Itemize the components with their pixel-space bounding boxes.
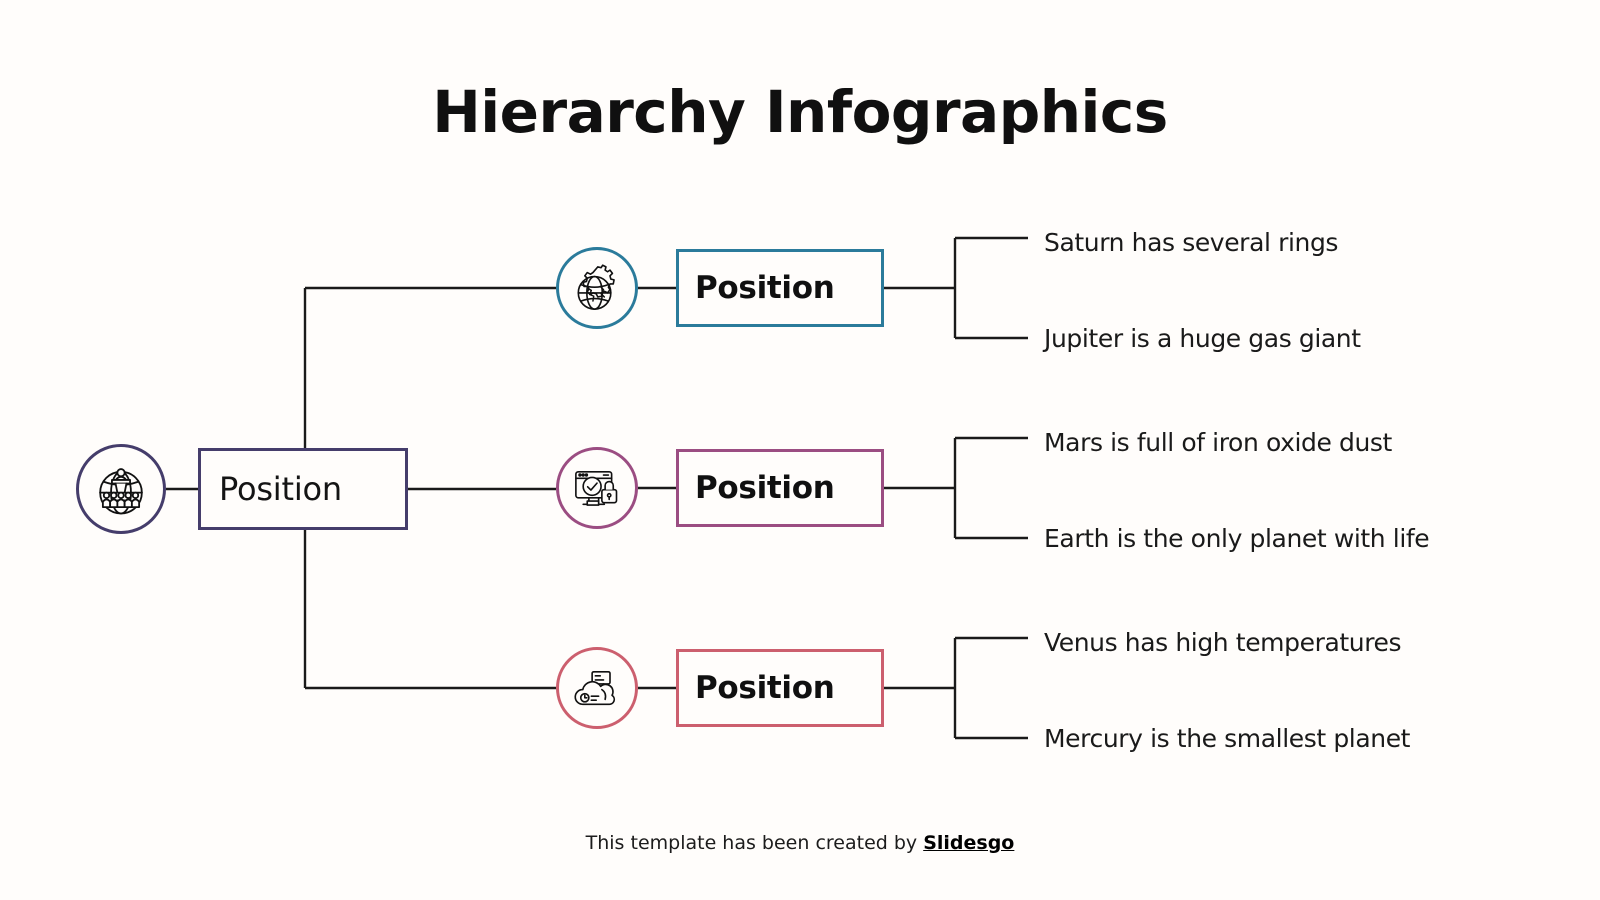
branch-position-box-1[interactable]: Position (676, 249, 884, 327)
page-title: Hierarchy Infographics (432, 78, 1168, 146)
leaf-label-3-1: Venus has high temperatures (1044, 628, 1402, 657)
globe-conference-icon (76, 444, 166, 534)
leaf-label-1-1: Saturn has several rings (1044, 228, 1339, 257)
slidesgo-link[interactable]: Slidesgo (923, 832, 1015, 854)
secure-monitor-lock-icon (556, 447, 638, 529)
root-position-box[interactable]: Position (198, 448, 408, 530)
branch-position-label-1: Position (695, 270, 835, 306)
cloud-computing-icon (556, 647, 638, 729)
branch-position-label-2: Position (695, 470, 835, 506)
branch-position-label-3: Position (695, 670, 835, 706)
globe-gear-icon (556, 247, 638, 329)
leaf-label-2-1: Mars is full of iron oxide dust (1044, 428, 1392, 457)
branch-position-box-2[interactable]: Position (676, 449, 884, 527)
leaf-label-1-2: Jupiter is a huge gas giant (1044, 324, 1361, 353)
root-position-label: Position (219, 470, 342, 508)
leaf-label-2-2: Earth is the only planet with life (1044, 524, 1430, 553)
leaf-label-3-2: Mercury is the smallest planet (1044, 724, 1411, 753)
branch-position-box-3[interactable]: Position (676, 649, 884, 727)
footer-attribution: This template has been created by Slides… (0, 832, 1600, 854)
footer-text: This template has been created by (585, 832, 924, 854)
